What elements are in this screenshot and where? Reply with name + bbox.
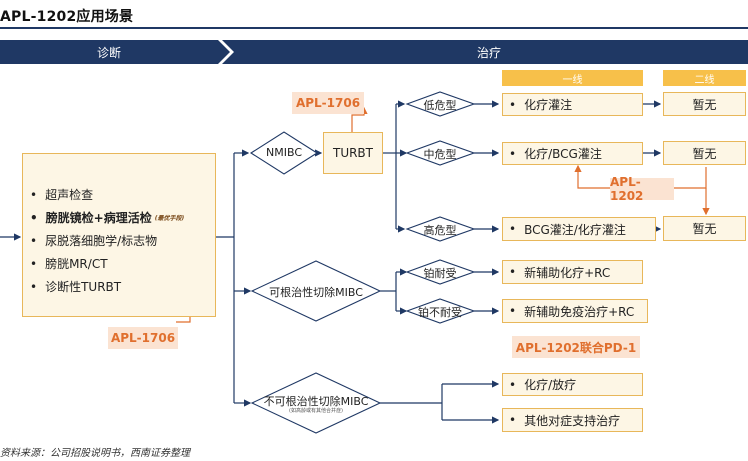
page-title: APL-1202应用场景 bbox=[0, 9, 134, 25]
diagnosis-note: (最优手段) bbox=[154, 215, 185, 222]
diagnosis-item: 膀胱MR/CT bbox=[30, 252, 184, 275]
diagnosis-item: 诊断性TURBT bbox=[30, 275, 184, 298]
platinum-intolerant: 铂不耐受 bbox=[418, 306, 462, 319]
second-line-header: 二线 bbox=[663, 70, 746, 86]
diagnosis-list: 超声检查 膀胱镜检+病理活检(最优手段) 尿脱落细胞学/标志物 膀胱MR/CT … bbox=[30, 183, 184, 298]
phase-diagnosis: 诊断 bbox=[96, 45, 121, 60]
apl-1706-diagnosis-tag: APL-1706 bbox=[108, 327, 178, 349]
curable-diamond bbox=[250, 260, 382, 322]
source-footer: 资料来源：公司招股说明书，西南证券整理 bbox=[0, 448, 190, 459]
title-rule bbox=[0, 27, 748, 29]
second-line-high: 暂无 bbox=[663, 216, 746, 241]
first-line-high: BCG灌注/化疗灌注 bbox=[502, 217, 656, 241]
platinum-tolerant: 铂耐受 bbox=[423, 267, 457, 280]
tolerant-diamond bbox=[405, 259, 476, 285]
incurable-note: (如高龄或有其他合并症) bbox=[289, 408, 343, 414]
apl-1202-second-line-tag: APL-1202 bbox=[610, 175, 674, 203]
first-line-incurable-2: 其他对症支持治疗 bbox=[502, 408, 643, 432]
curable-mibc-label: 可根治性切除MIBC bbox=[269, 286, 363, 299]
nmibc-diamond bbox=[249, 131, 319, 175]
apl-1706-turbt-tag: APL-1706 bbox=[292, 92, 364, 114]
diagnosis-item: 尿脱落细胞学/标志物 bbox=[30, 229, 184, 252]
incurable-mibc-label: 不可根治性切除MIBC bbox=[263, 395, 369, 408]
risk-low: 低危型 bbox=[423, 99, 457, 112]
risk-high: 高危型 bbox=[423, 224, 457, 237]
diagnosis-item: 膀胱镜检+病理活检(最优手段) bbox=[30, 206, 185, 229]
first-line-mid: 化疗/BCG灌注 bbox=[502, 142, 643, 165]
nmibc-label: NMIBC bbox=[266, 146, 302, 159]
risk-mid: 中危型 bbox=[423, 148, 457, 161]
first-line-low: 化疗灌注 bbox=[502, 93, 643, 116]
first-line-tolerant: 新辅助化疗+RC bbox=[502, 260, 643, 284]
first-line-header: 一线 bbox=[502, 70, 643, 86]
turbt-box: TURBT bbox=[323, 132, 383, 174]
high-risk-diamond bbox=[405, 216, 476, 242]
apl-1202-pd1-tag: APL-1202联合PD-1 bbox=[512, 336, 640, 358]
diagnosis-item: 超声检查 bbox=[30, 183, 184, 206]
phase-treatment: 治疗 bbox=[476, 45, 501, 60]
incurable-diamond bbox=[250, 372, 382, 434]
first-line-incurable-1: 化疗/放疗 bbox=[502, 373, 643, 396]
low-risk-diamond bbox=[405, 91, 476, 117]
first-line-intolerant: 新辅助免疫治疗+RC bbox=[502, 299, 648, 323]
mid-risk-diamond bbox=[405, 140, 476, 166]
second-line-low: 暂无 bbox=[663, 92, 746, 116]
intolerant-diamond bbox=[405, 298, 476, 324]
phase-banner bbox=[0, 40, 748, 64]
second-line-mid: 暂无 bbox=[663, 141, 746, 165]
